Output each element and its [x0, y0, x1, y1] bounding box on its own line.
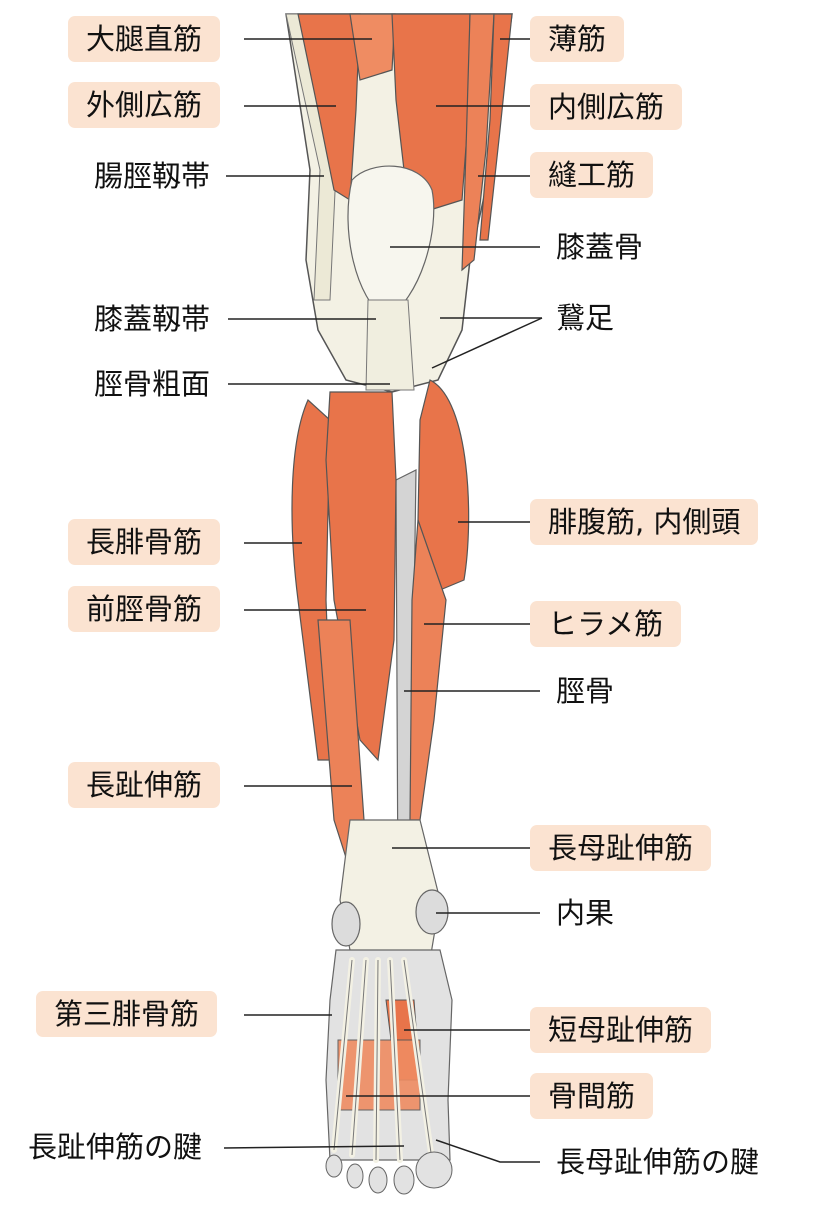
toe-3	[368, 1166, 388, 1194]
leader-pes-anserinus-b	[431, 317, 543, 369]
label-vastus-medialis: 内側広筋	[530, 84, 683, 130]
lateral-malleolus-bone	[331, 901, 361, 947]
label-edl: 長趾伸筋	[68, 762, 221, 808]
label-patella: 膝蓋骨	[556, 230, 644, 264]
label-medial-malleolus: 内果	[556, 896, 615, 930]
toe-2	[393, 1165, 415, 1195]
patella-bone	[347, 165, 435, 319]
toe-1	[415, 1151, 453, 1189]
label-ehl-tendon: 長母趾伸筋の腱	[556, 1145, 760, 1179]
toe-tendon-outline	[333, 959, 433, 1161]
label-tibia: 脛骨	[556, 674, 615, 708]
label-interossei: 骨間筋	[530, 1073, 654, 1119]
medial-malleolus-bone	[415, 889, 449, 935]
label-gracilis: 薄筋	[530, 16, 625, 62]
label-vastus-lateralis: 外側広筋	[68, 82, 221, 128]
label-patellar-ligament: 膝蓋靱帯	[94, 302, 211, 336]
label-tibialis-anterior: 前脛骨筋	[68, 586, 221, 632]
label-iliotibial-tract: 腸脛靱帯	[94, 159, 211, 193]
toe-5	[325, 1154, 343, 1178]
label-edl-tendons: 長趾伸筋の腱	[28, 1130, 203, 1164]
gracilis-muscle	[479, 13, 513, 241]
leader-edl-tendons	[223, 1145, 405, 1149]
label-ehb: 短母趾伸筋	[530, 1007, 712, 1053]
toe-4	[346, 1163, 364, 1189]
leader-lines	[223, 38, 543, 1163]
label-sartorius: 縫工筋	[530, 152, 654, 198]
label-soleus: ヒラメ筋	[530, 601, 682, 647]
label-gastrocnemius-medial: 腓腹筋, 内側頭	[530, 499, 759, 545]
label-peroneus-tertius: 第三腓骨筋	[36, 991, 218, 1037]
label-tibial-tuberosity: 脛骨粗面	[94, 367, 211, 401]
rectus-femoris-muscle	[349, 13, 396, 81]
patellar-ligament-band	[365, 299, 415, 391]
label-ehl: 長母趾伸筋	[530, 825, 712, 871]
tibialis-anterior-muscle	[325, 391, 397, 762]
label-pes-anserinus: 鵞足	[556, 301, 615, 335]
gastrocnemius-muscle	[417, 379, 470, 591]
label-rectus-femoris: 大腿直筋	[68, 16, 221, 62]
label-peroneus-longus: 長腓骨筋	[68, 519, 221, 565]
leader-ehl-tendon	[435, 1139, 540, 1163]
